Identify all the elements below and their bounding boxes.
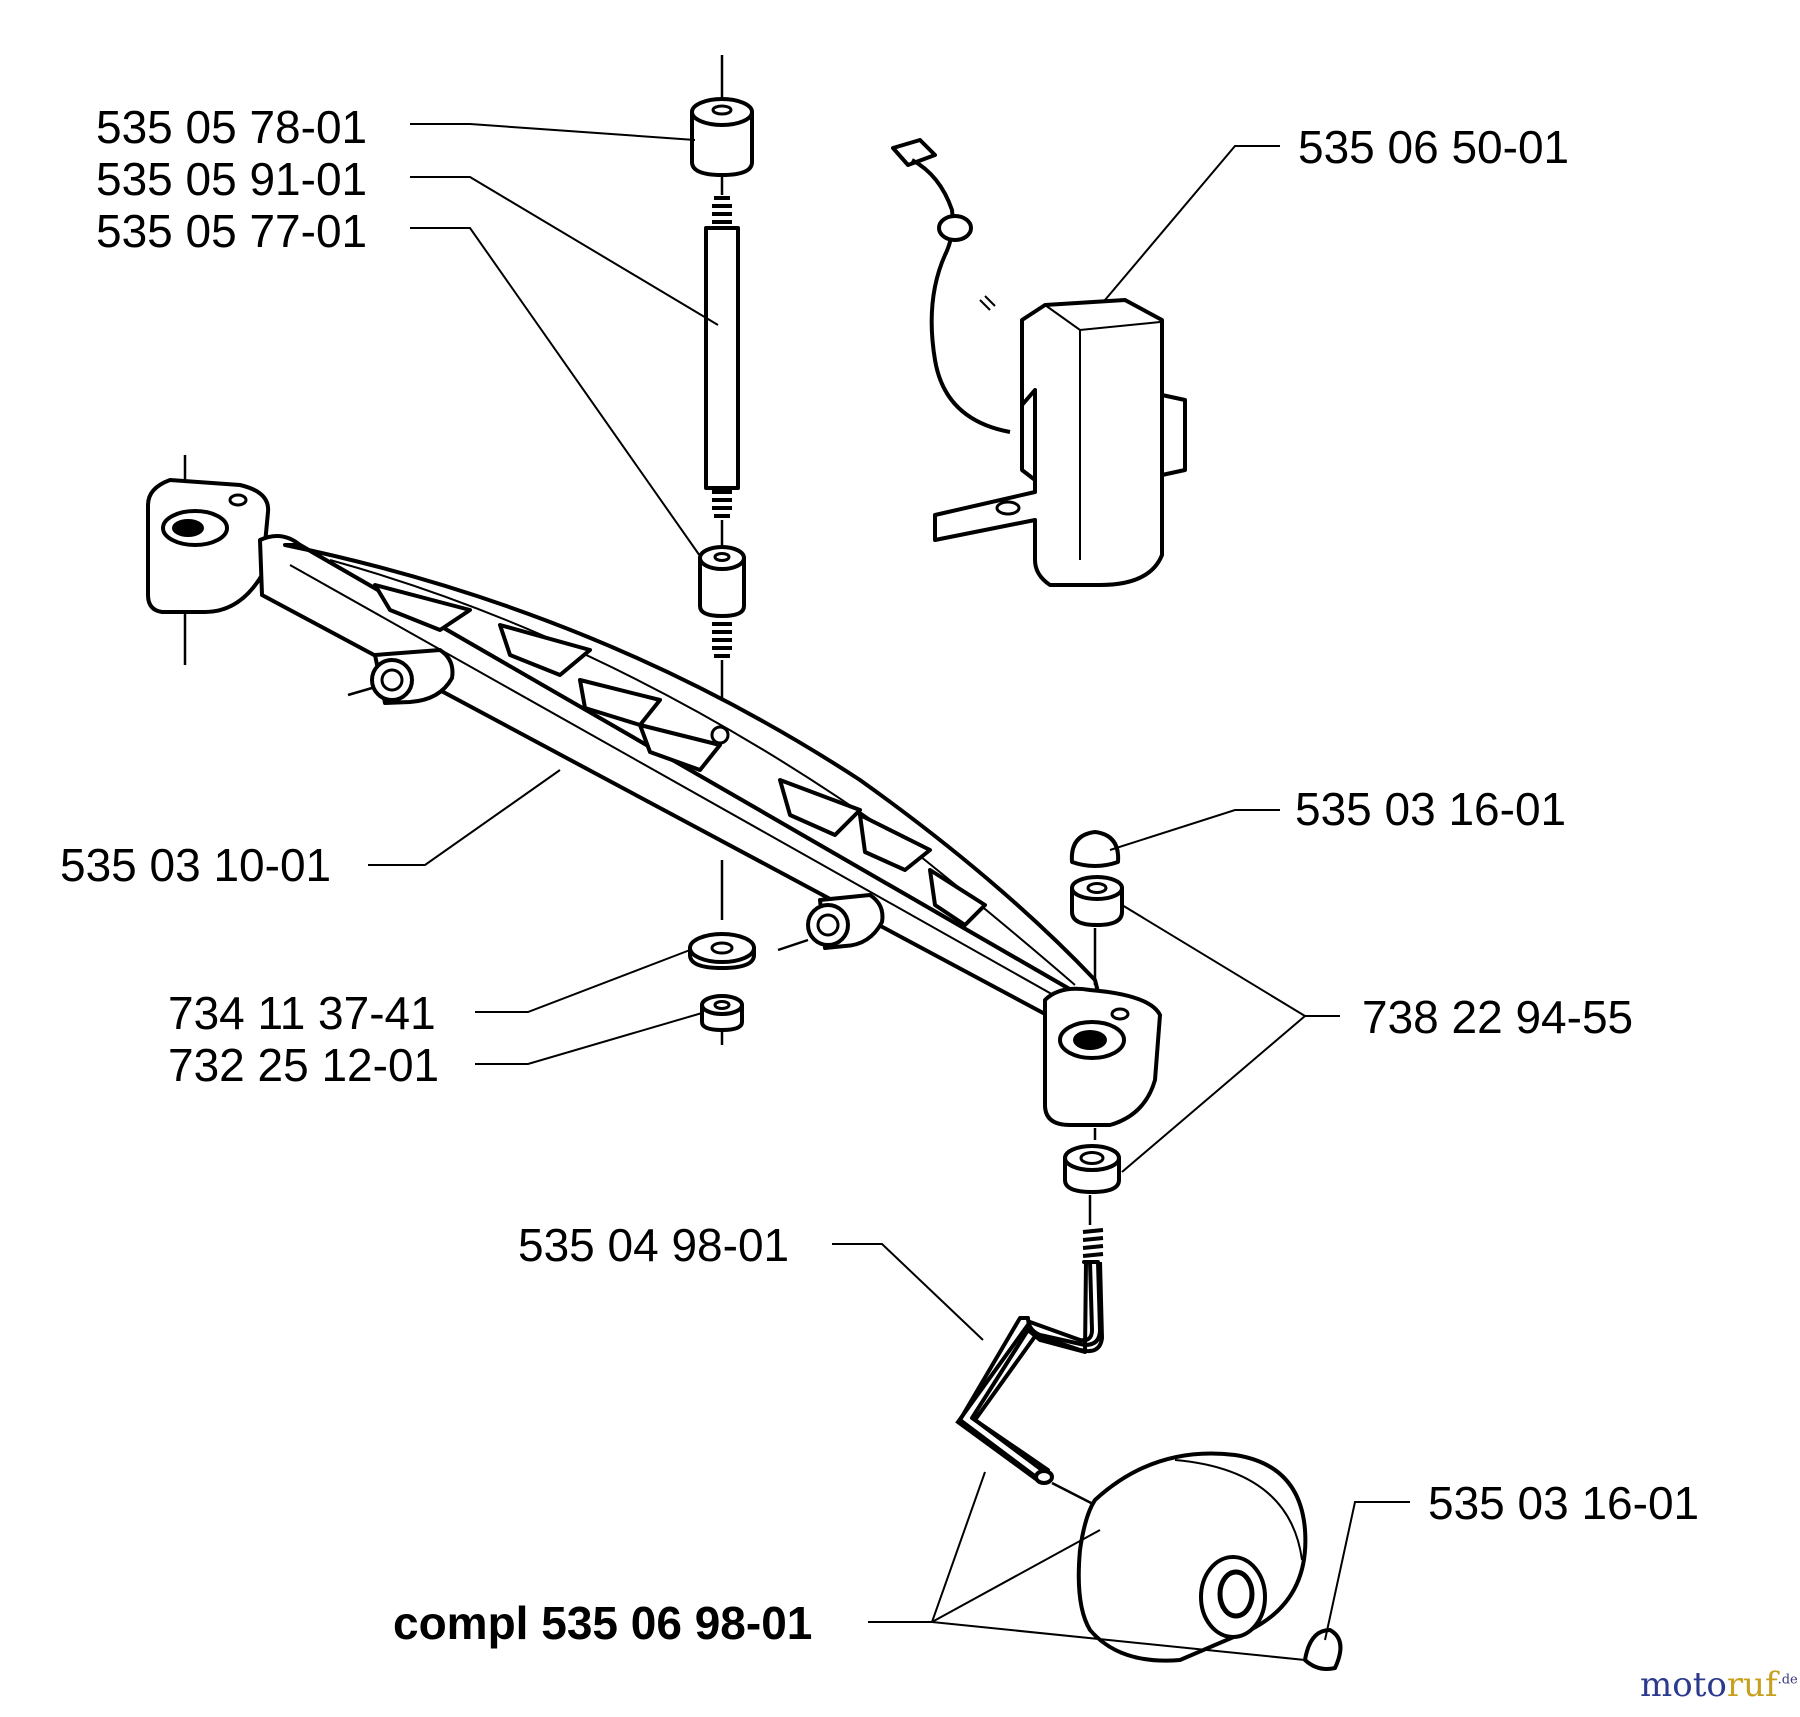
threaded-shaft: [704, 196, 740, 518]
watermark-logo: motoruf.de: [1640, 1668, 1798, 1702]
spacer-lower: [698, 545, 746, 658]
watermark-suffix: .de: [1777, 1672, 1798, 1688]
assembly-label: compl 535 06 98-01: [393, 1597, 813, 1649]
part-label: 535 03 16-01: [1428, 1477, 1700, 1529]
bushing-lower: [1063, 1144, 1121, 1194]
cap-top: [1069, 830, 1121, 868]
wheel-shaft: [955, 1228, 1105, 1485]
part-label: 732 25 12-01: [168, 1039, 440, 1091]
watermark-main: moto: [1640, 1665, 1727, 1705]
part-label: 535 05 78-01: [96, 101, 368, 153]
wheel: [1076, 1451, 1308, 1663]
part-label: 734 11 37-41: [168, 987, 436, 1039]
bushing-upper: [1070, 875, 1124, 927]
part-label: 535 05 77-01: [96, 205, 368, 257]
leader-lines: [368, 123, 1410, 1661]
spacer-top: [690, 97, 754, 177]
watermark-accent: ruf: [1726, 1665, 1778, 1705]
part-label: 738 22 94-55: [1362, 991, 1634, 1043]
part-label: 535 03 16-01: [1295, 783, 1567, 835]
sensor-unit: [891, 138, 1187, 587]
nut: [700, 994, 744, 1032]
part-label: 535 04 98-01: [518, 1219, 790, 1271]
cap-wheel: [1303, 1628, 1343, 1671]
main-arm: [146, 478, 1162, 1127]
washer: [688, 932, 756, 970]
part-label: 535 06 50-01: [1298, 121, 1570, 173]
part-label: 535 05 91-01: [96, 153, 368, 205]
part-label: 535 03 10-01: [60, 839, 332, 891]
